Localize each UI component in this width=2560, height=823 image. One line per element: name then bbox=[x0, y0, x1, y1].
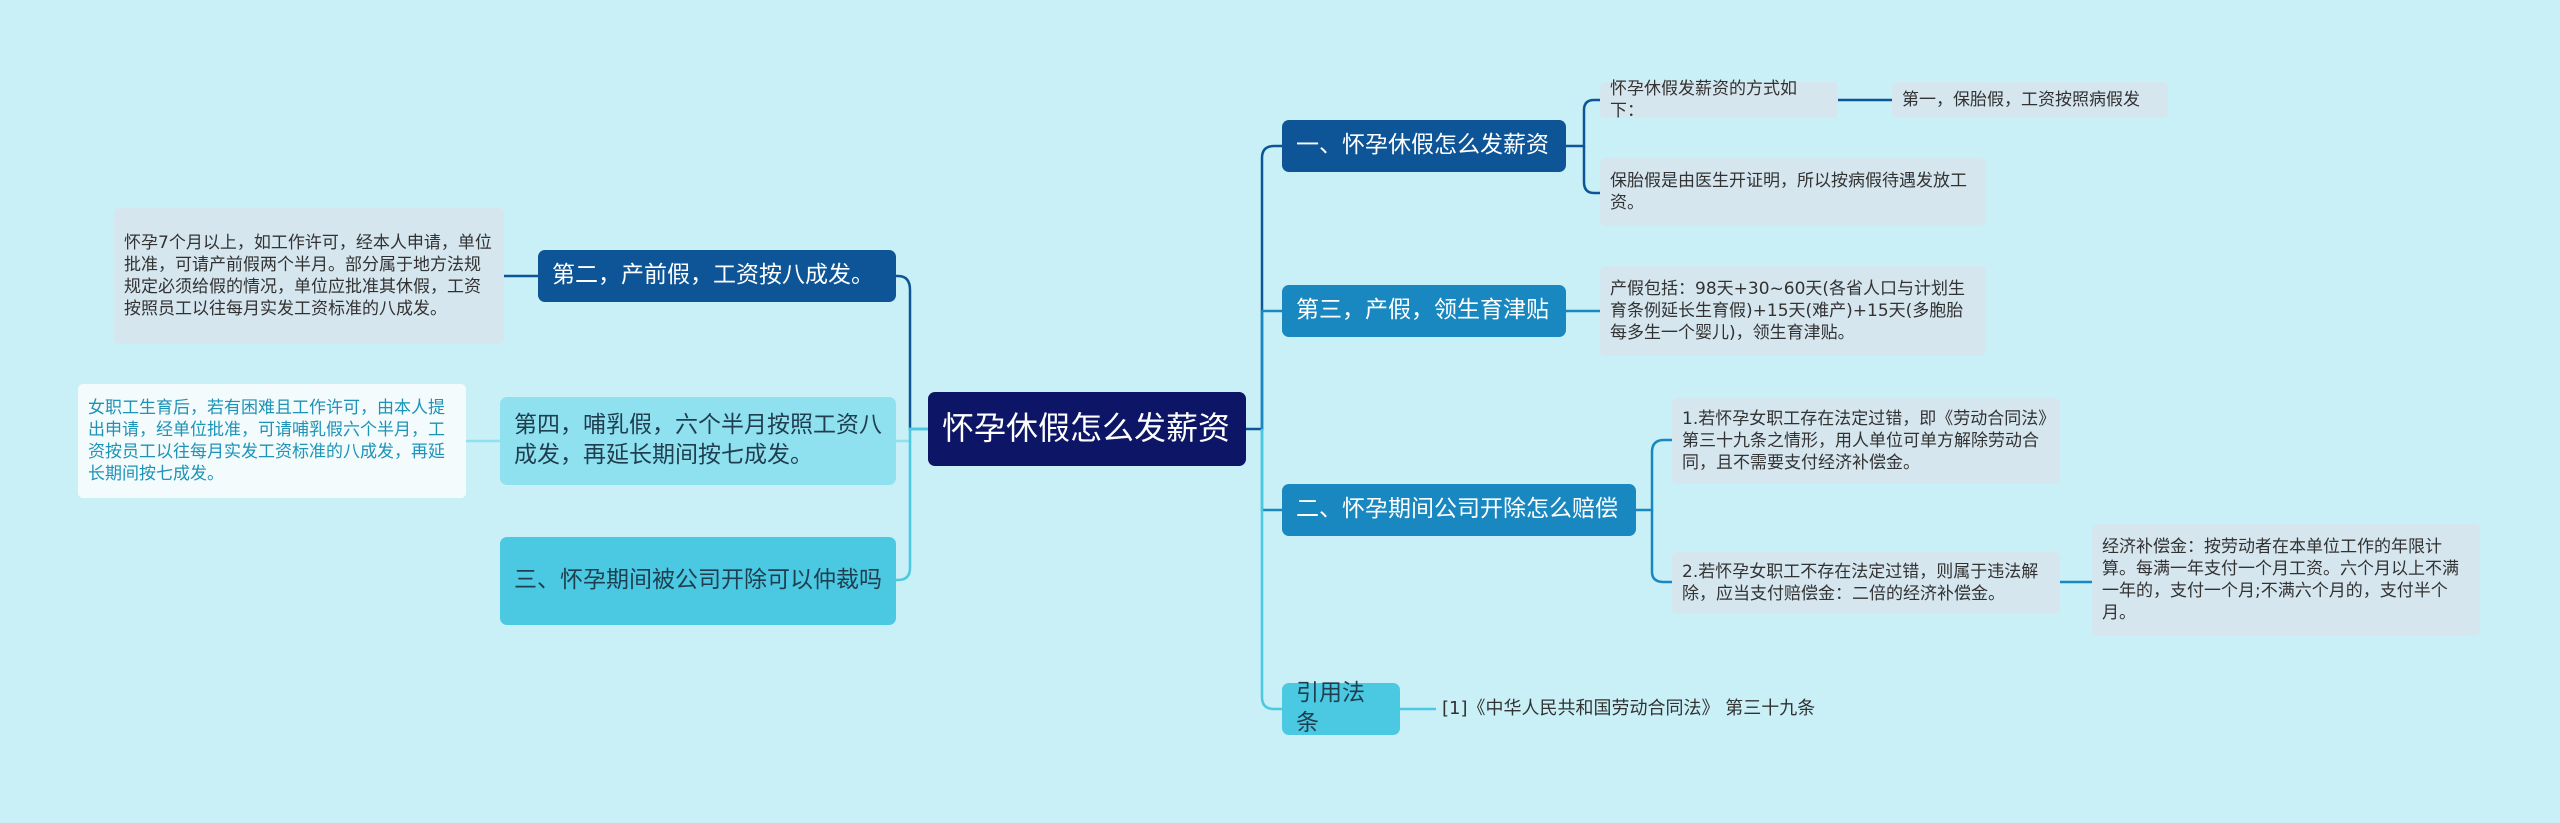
leaf-dismissal-fault[interactable]: 1.若怀孕女职工存在法定过错，即《劳动合同法》第三十九条之情形，用人单位可单方解… bbox=[1672, 398, 2060, 484]
root-topic-label: 怀孕休假怎么发薪资 bbox=[942, 409, 1231, 448]
root-topic[interactable]: 怀孕休假怎么发薪资 bbox=[928, 392, 1246, 466]
leaf-dismissal-no-fault-text: 2.若怀孕女职工不存在法定过错，则属于违法解除，应当支付赔偿金：二倍的经济补偿金… bbox=[1682, 561, 2039, 604]
branch-maternity-leave-label: 第三，产假，领生育津贴 bbox=[1296, 297, 1549, 324]
leaf-pay-method-note[interactable]: 保胎假是由医生开证明，所以按病假待遇发放工资。 bbox=[1600, 158, 1986, 226]
branch-cited-law[interactable]: 引用法条 bbox=[1282, 680, 1400, 736]
leaf-pay-method-note-text: 保胎假是由医生开证明，所以按病假待遇发放工资。 bbox=[1610, 170, 1967, 213]
branch-pay-method-label: 一、怀孕休假怎么发薪资 bbox=[1296, 132, 1549, 159]
branch-nursing-leave[interactable]: 第四，哺乳假，六个半月按照工资八成发，再延长期间按七成发。 bbox=[500, 397, 896, 485]
branch-maternity-leave[interactable]: 第三，产假，领生育津贴 bbox=[1282, 285, 1566, 337]
leaf-maternity-leave-detail[interactable]: 产假包括：98天+30~60天(各省人口与计划生育条例延长生育假)+15天(难产… bbox=[1600, 266, 1986, 356]
leaf-cited-law-text: [1]《中华人民共和国劳动合同法》 第三十九条 bbox=[1442, 698, 1816, 720]
leaf-dismissal-no-fault[interactable]: 2.若怀孕女职工不存在法定过错，则属于违法解除，应当支付赔偿金：二倍的经济补偿金… bbox=[1672, 552, 2060, 614]
branch-nursing-leave-label: 第四，哺乳假，六个半月按照工资八成发，再延长期间按七成发。 bbox=[514, 412, 882, 468]
leaf-economic-compensation[interactable]: 经济补偿金：按劳动者在本单位工作的年限计算。每满一年支付一个月工资。六个月以上不… bbox=[2092, 524, 2480, 636]
branch-dismissal-compensation[interactable]: 二、怀孕期间公司开除怎么赔偿 bbox=[1282, 484, 1636, 536]
leaf-economic-compensation-text: 经济补偿金：按劳动者在本单位工作的年限计算。每满一年支付一个月工资。六个月以上不… bbox=[2102, 536, 2459, 624]
leaf-prenatal-leave-detail[interactable]: 怀孕7个月以上，如工作许可，经本人申请，单位批准，可请产前假两个半月。部分属于地… bbox=[114, 208, 504, 344]
leaf-dismissal-fault-text: 1.若怀孕女职工存在法定过错，即《劳动合同法》第三十九条之情形，用人单位可单方解… bbox=[1682, 408, 2047, 474]
leaf-pay-method-intro-text: 怀孕休假发薪资的方式如下： bbox=[1610, 78, 1797, 121]
leaf-nursing-leave-detail[interactable]: 女职工生育后，若有困难且工作许可，由本人提出申请，经单位批准，可请哺乳假六个半月… bbox=[78, 384, 466, 498]
branch-prenatal-leave-label: 第二，产前假，工资按八成发。 bbox=[552, 262, 874, 289]
branch-arbitration-label: 三、怀孕期间被公司开除可以仲裁吗 bbox=[514, 567, 882, 594]
branch-cited-law-label: 引用法条 bbox=[1296, 680, 1365, 736]
leaf-pay-method-first-text: 第一，保胎假，工资按照病假发 bbox=[1902, 89, 2140, 110]
branch-arbitration[interactable]: 三、怀孕期间被公司开除可以仲裁吗 bbox=[500, 537, 896, 625]
branch-prenatal-leave[interactable]: 第二，产前假，工资按八成发。 bbox=[538, 250, 896, 302]
leaf-cited-law[interactable]: [1]《中华人民共和国劳动合同法》 第三十九条 bbox=[1436, 684, 1822, 734]
branch-dismissal-compensation-label: 二、怀孕期间公司开除怎么赔偿 bbox=[1296, 496, 1618, 523]
leaf-maternity-leave-detail-text: 产假包括：98天+30~60天(各省人口与计划生育条例延长生育假)+15天(难产… bbox=[1610, 278, 1966, 344]
leaf-pay-method-first[interactable]: 第一，保胎假，工资按照病假发 bbox=[1892, 82, 2168, 118]
leaf-prenatal-leave-detail-text: 怀孕7个月以上，如工作许可，经本人申请，单位批准，可请产前假两个半月。部分属于地… bbox=[124, 232, 492, 320]
leaf-nursing-leave-detail-text: 女职工生育后，若有困难且工作许可，由本人提出申请，经单位批准，可请哺乳假六个半月… bbox=[88, 397, 445, 485]
leaf-pay-method-intro[interactable]: 怀孕休假发薪资的方式如下： bbox=[1600, 79, 1838, 121]
branch-pay-method[interactable]: 一、怀孕休假怎么发薪资 bbox=[1282, 120, 1566, 172]
